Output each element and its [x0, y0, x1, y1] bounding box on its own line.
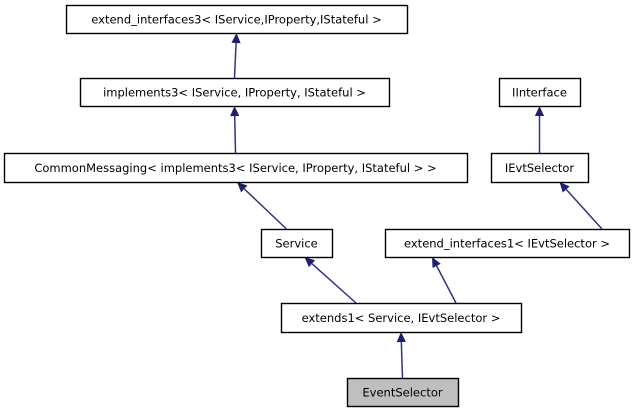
node-extends1[interactable]: extends1< Service, IEvtSelector > — [280, 302, 523, 334]
edge-line — [311, 263, 357, 304]
edge-line — [565, 188, 603, 230]
node-box[interactable] — [498, 77, 582, 108]
node-box[interactable] — [346, 377, 460, 408]
inheritance-edge — [304, 257, 357, 304]
inheritance-edge — [231, 33, 241, 79]
node-CommonMessaging[interactable]: CommonMessaging< implements3< IService, … — [3, 152, 469, 184]
node-extend_interfaces1[interactable]: extend_interfaces1< IEvtSelector > — [384, 228, 631, 259]
nodes-layer: extend_interfaces3< IService,IProperty,I… — [3, 4, 631, 408]
node-label: IEvtSelector — [505, 161, 574, 175]
node-IEvtSelector[interactable]: IEvtSelector — [490, 152, 590, 184]
node-box[interactable] — [260, 228, 334, 259]
inheritance-edge — [237, 182, 288, 230]
edge-line — [233, 42, 237, 79]
node-box[interactable] — [490, 152, 590, 184]
inheritance-edge — [559, 182, 603, 230]
node-label: Service — [275, 237, 318, 251]
node-label: extends1< Service, IEvtSelector > — [302, 311, 501, 325]
node-label: IInterface — [512, 86, 567, 100]
node-label: extend_interfaces1< IEvtSelector > — [404, 237, 610, 251]
edge-arrowhead — [304, 257, 316, 268]
inheritance-edge — [432, 257, 457, 304]
inheritance-edge — [230, 106, 240, 154]
node-box[interactable] — [65, 4, 409, 35]
edge-line — [400, 341, 404, 379]
edge-arrowhead — [432, 257, 441, 268]
edge-line — [243, 188, 288, 230]
node-box[interactable] — [280, 302, 523, 334]
edge-arrowhead — [559, 182, 570, 193]
node-box[interactable] — [3, 152, 469, 184]
node-EventSelector[interactable]: EventSelector — [346, 377, 460, 408]
edge-line — [233, 115, 237, 154]
node-label: CommonMessaging< implements3< IService, … — [34, 161, 436, 175]
inheritance-edge — [534, 106, 545, 153]
node-extend_interfaces3[interactable]: extend_interfaces3< IService,IProperty,I… — [65, 4, 409, 35]
inheritance-edge — [396, 332, 406, 379]
node-label: EventSelector — [362, 386, 442, 400]
node-label: extend_interfaces3< IService,IProperty,I… — [91, 13, 381, 27]
edge-arrowhead — [534, 106, 545, 116]
edge-arrowhead — [237, 182, 248, 193]
edge-arrowhead — [396, 332, 406, 343]
edge-arrowhead — [231, 33, 241, 44]
node-implements3[interactable]: implements3< IService, IProperty, IState… — [79, 77, 391, 108]
node-Service[interactable]: Service — [260, 228, 334, 259]
node-box[interactable] — [384, 228, 631, 259]
edges-layer — [230, 33, 603, 379]
node-IInterface[interactable]: IInterface — [498, 77, 582, 108]
node-box[interactable] — [79, 77, 391, 108]
node-label: implements3< IService, IProperty, IState… — [103, 86, 366, 100]
edge-arrowhead — [230, 106, 240, 117]
edge-line — [435, 265, 457, 304]
